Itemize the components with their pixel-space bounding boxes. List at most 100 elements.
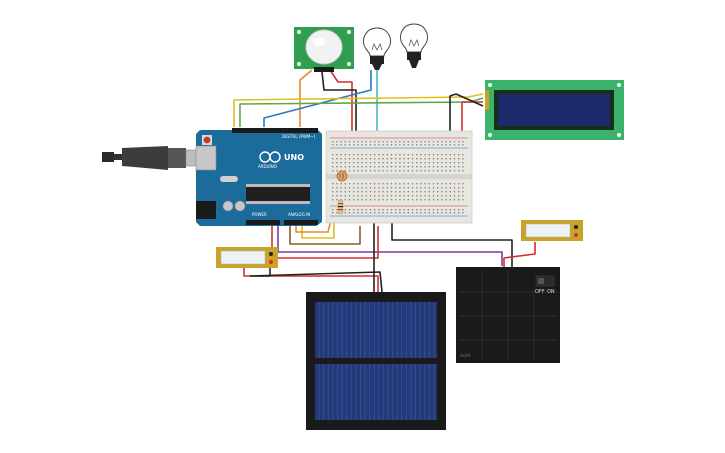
breadboard-hole: [369, 158, 372, 160]
breadboard-hole: [395, 187, 397, 189]
bulb-icon: [400, 23, 428, 53]
breadboard-hole: [332, 162, 334, 164]
breadboard-hole: [344, 199, 346, 201]
breadboard-hole: [353, 212, 355, 214]
breadboard-hole: [336, 144, 338, 146]
light-bulb-1[interactable]: [363, 27, 391, 70]
breadboard-hole: [462, 183, 464, 185]
breadboard-hole: [441, 154, 443, 156]
breadboard-hole: [441, 212, 443, 214]
breadboard-hole: [411, 199, 414, 201]
breadboard-hole: [390, 209, 393, 211]
breadboard-hole: [365, 187, 367, 189]
multimeter-left[interactable]: [216, 247, 278, 268]
breadboard-hole: [336, 212, 338, 214]
breadboard-hole: [395, 154, 397, 156]
breadboard-hole: [344, 141, 346, 143]
breadboard-hole: [382, 141, 384, 143]
breadboard-hole: [378, 162, 380, 164]
breadboard-hole: [458, 144, 460, 146]
breadboard-hole: [336, 191, 338, 193]
breadboard-hole: [462, 199, 464, 201]
breadboard-hole: [458, 209, 460, 211]
breadboard-hole: [378, 170, 380, 172]
breadboard-hole: [365, 162, 367, 164]
breadboard-hole: [378, 154, 380, 156]
breadboard-hole: [399, 199, 401, 201]
breadboard-hole: [357, 199, 359, 201]
breadboard-hole: [420, 212, 422, 214]
breadboard-hole: [441, 141, 443, 143]
breadboard-hole: [411, 212, 414, 214]
breadboard-hole: [420, 187, 422, 189]
photoresistor[interactable]: [336, 170, 348, 182]
breadboard-hole: [369, 162, 372, 164]
breadboard-hole: [407, 199, 409, 201]
breadboard-hole: [437, 144, 439, 146]
breadboard-hole: [449, 158, 451, 160]
breadboard-hole: [369, 144, 372, 146]
pir-sensor[interactable]: [294, 27, 354, 72]
breadboard-hole: [420, 154, 422, 156]
breadboard[interactable]: [325, 130, 473, 224]
solar-panel[interactable]: [306, 292, 446, 430]
breadboard-hole: [458, 195, 460, 197]
breadboard-hole: [382, 183, 384, 185]
breadboard-hole: [353, 195, 355, 197]
breadboard-hole: [399, 187, 401, 189]
breadboard-hole: [445, 154, 447, 156]
breadboard-hole: [369, 166, 372, 168]
breadboard-hole: [390, 183, 393, 185]
breadboard-hole: [432, 154, 435, 156]
breadboard-hole: [411, 209, 414, 211]
breadboard-hole: [411, 191, 414, 193]
breadboard-hole: [395, 162, 397, 164]
lcd-16x2[interactable]: [485, 80, 624, 140]
breadboard-hole: [441, 199, 443, 201]
breadboard-hole: [462, 141, 464, 143]
arduino-uno[interactable]: ARDUINO UNO DIGITAL (PWM~) POWER ANALOG …: [195, 128, 322, 226]
solar-gridlines: [318, 302, 435, 420]
breadboard-hole: [357, 158, 359, 160]
breadboard-hole: [437, 158, 439, 160]
wire-lcd-yellow: [233, 93, 484, 127]
battery-pack[interactable]: OFF ON 4xAA: [456, 267, 560, 363]
breadboard-hole: [453, 162, 456, 164]
resistor[interactable]: [337, 199, 344, 215]
wire-power-purple: [277, 224, 503, 266]
breadboard-hole: [437, 199, 439, 201]
breadboard-hole: [453, 195, 456, 197]
power-switch[interactable]: [535, 275, 555, 287]
breadboard-hole: [344, 212, 346, 214]
power-switch-knob[interactable]: [538, 278, 544, 284]
switch-on-label: ON: [547, 289, 555, 295]
breadboard-hole: [348, 209, 351, 211]
breadboard-hole: [432, 166, 435, 168]
breadboard-hole: [390, 187, 393, 189]
multimeter-right[interactable]: [521, 220, 583, 241]
breadboard-hole: [428, 187, 430, 189]
reset-button-cap[interactable]: [203, 136, 211, 144]
breadboard-hole: [378, 141, 380, 143]
breadboard-hole: [458, 154, 460, 156]
breadboard-hole: [403, 183, 405, 185]
light-bulb-2[interactable]: [400, 23, 428, 68]
breadboard-hole: [357, 166, 359, 168]
breadboard-hole: [365, 191, 367, 193]
breadboard-hole: [449, 144, 451, 146]
breadboard-hole: [441, 144, 443, 146]
breadboard-hole: [420, 209, 422, 211]
breadboard-hole: [437, 166, 439, 168]
breadboard-hole: [336, 162, 338, 164]
breadboard-hole: [453, 209, 456, 211]
breadboard-hole: [437, 209, 439, 211]
breadboard-hole: [382, 144, 384, 146]
breadboard-hole: [416, 170, 418, 172]
breadboard-hole: [395, 212, 397, 214]
breadboard-hole: [353, 170, 355, 172]
breadboard-hole: [411, 154, 414, 156]
breadboard-hole: [390, 212, 393, 214]
breadboard-channel: [326, 174, 472, 179]
usb-socket: [195, 145, 217, 171]
breadboard-hole: [420, 195, 422, 197]
